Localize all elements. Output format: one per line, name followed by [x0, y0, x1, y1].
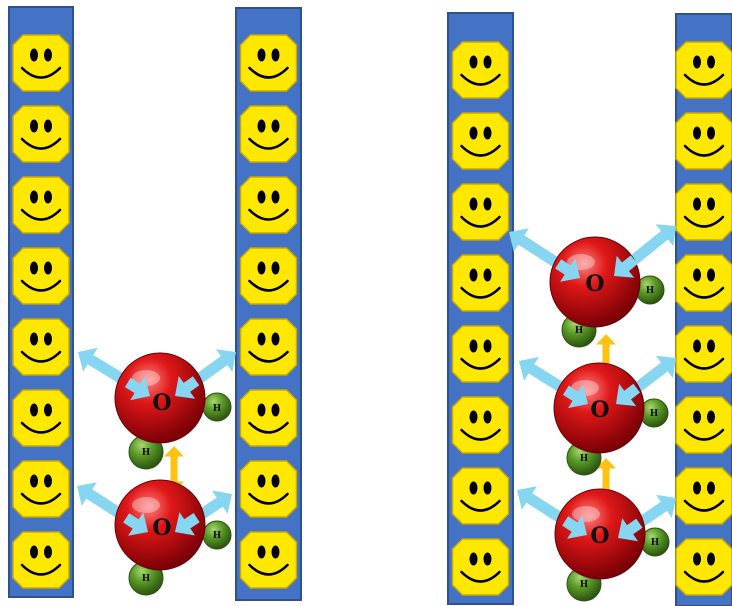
smiley-face-icon — [451, 112, 510, 170]
hydrogen-label-4a: H — [650, 409, 659, 419]
channel-wall-2 — [235, 7, 302, 601]
smiley-face-icon — [675, 325, 732, 383]
double-headed-arrow-icon — [616, 383, 640, 407]
smiley-face-icon — [451, 467, 510, 525]
vertical-double-arrow-icon — [596, 334, 616, 378]
smiley-face-icon — [451, 325, 510, 383]
hydrogen-label-3a: H — [646, 286, 655, 296]
channel-wall-1 — [8, 6, 74, 598]
oxygen-atom — [114, 479, 206, 571]
channel-walls — [8, 6, 732, 606]
smiley-face-icon — [239, 318, 298, 376]
smiley-face-icon — [675, 112, 732, 170]
oxygen-highlight — [132, 370, 160, 386]
channel-wall-3 — [447, 12, 514, 605]
smiley-face-icon — [675, 467, 732, 525]
smiley-face-icon — [451, 183, 510, 241]
hydrogen-label-3b: H — [575, 326, 584, 336]
vertical-double-arrow-icon — [596, 458, 616, 506]
water-molecule-5 — [554, 488, 670, 602]
hydrogen-label-1a: H — [213, 404, 222, 414]
interaction-arrows-front — [123, 255, 643, 542]
water-molecule-2 — [114, 479, 232, 596]
smiley-face-icon — [12, 34, 70, 92]
smiley-face-icon — [12, 389, 70, 447]
smiley-face-icon — [675, 41, 732, 99]
smiley-face-icon — [239, 460, 298, 518]
smiley-face-icon — [239, 247, 298, 305]
double-headed-arrow-icon — [175, 376, 200, 399]
smiley-face-icon — [239, 176, 298, 234]
channel-wall-4 — [675, 13, 732, 606]
smiley-face-icon — [451, 254, 510, 312]
double-headed-arrow-icon — [555, 258, 580, 282]
water-molecule-4 — [553, 362, 669, 476]
smiley-face-icon — [675, 538, 732, 596]
atom-labels: O H H O H H O H H O H H O H H — [142, 271, 660, 590]
double-headed-arrow-icon — [563, 384, 588, 409]
smiley-face-icon — [12, 318, 70, 376]
oxygen-highlight — [132, 497, 160, 513]
oxygen-label-2: O — [152, 515, 171, 541]
oxygen-atom — [554, 488, 646, 580]
hydrogen-label-2a: H — [213, 531, 222, 541]
water-molecule-1 — [114, 352, 232, 470]
double-headed-arrow-icon — [124, 376, 150, 401]
oxygen-label-3: O — [585, 271, 604, 297]
hydrogen-label-2b: H — [142, 574, 151, 584]
double-headed-arrow-icon — [562, 515, 587, 539]
smiley-face-icon — [675, 254, 732, 312]
smiley-face-icon — [239, 531, 298, 589]
smiley-face-icon — [12, 247, 70, 305]
smiley-face-icon — [451, 41, 510, 99]
hydrogen-label-5b: H — [580, 580, 589, 590]
oxygen-atom — [114, 352, 206, 444]
oxygen-label-1: O — [152, 390, 171, 416]
smiley-face-icon — [675, 396, 732, 454]
hydrogen-label-4b: H — [580, 454, 589, 464]
double-headed-arrow-icon — [123, 512, 148, 536]
smiley-face-icon — [451, 396, 510, 454]
oxygen-atom — [553, 362, 645, 454]
hydrogen-label-5a: H — [651, 538, 660, 548]
vertical-double-arrow-icon — [164, 446, 184, 492]
hydrogen-label-1b: H — [142, 448, 151, 458]
double-headed-arrow-icon — [175, 512, 200, 536]
oxygen-label-5: O — [590, 523, 609, 549]
double-headed-arrow-icon — [614, 255, 638, 278]
oxygen-highlight — [572, 506, 600, 522]
smiley-face-icon — [12, 176, 70, 234]
smiley-face-icon — [675, 183, 732, 241]
smiley-face-icon — [12, 460, 70, 518]
smiley-face-icon — [12, 105, 70, 163]
smiley-face-icon — [12, 531, 70, 589]
smiley-face-icon — [239, 34, 298, 92]
smiley-face-icon — [451, 538, 510, 596]
oxygen-label-4: O — [590, 397, 609, 423]
double-headed-arrow-icon — [618, 518, 643, 542]
smiley-face-icon — [239, 105, 298, 163]
smiley-face-icon — [239, 389, 298, 447]
